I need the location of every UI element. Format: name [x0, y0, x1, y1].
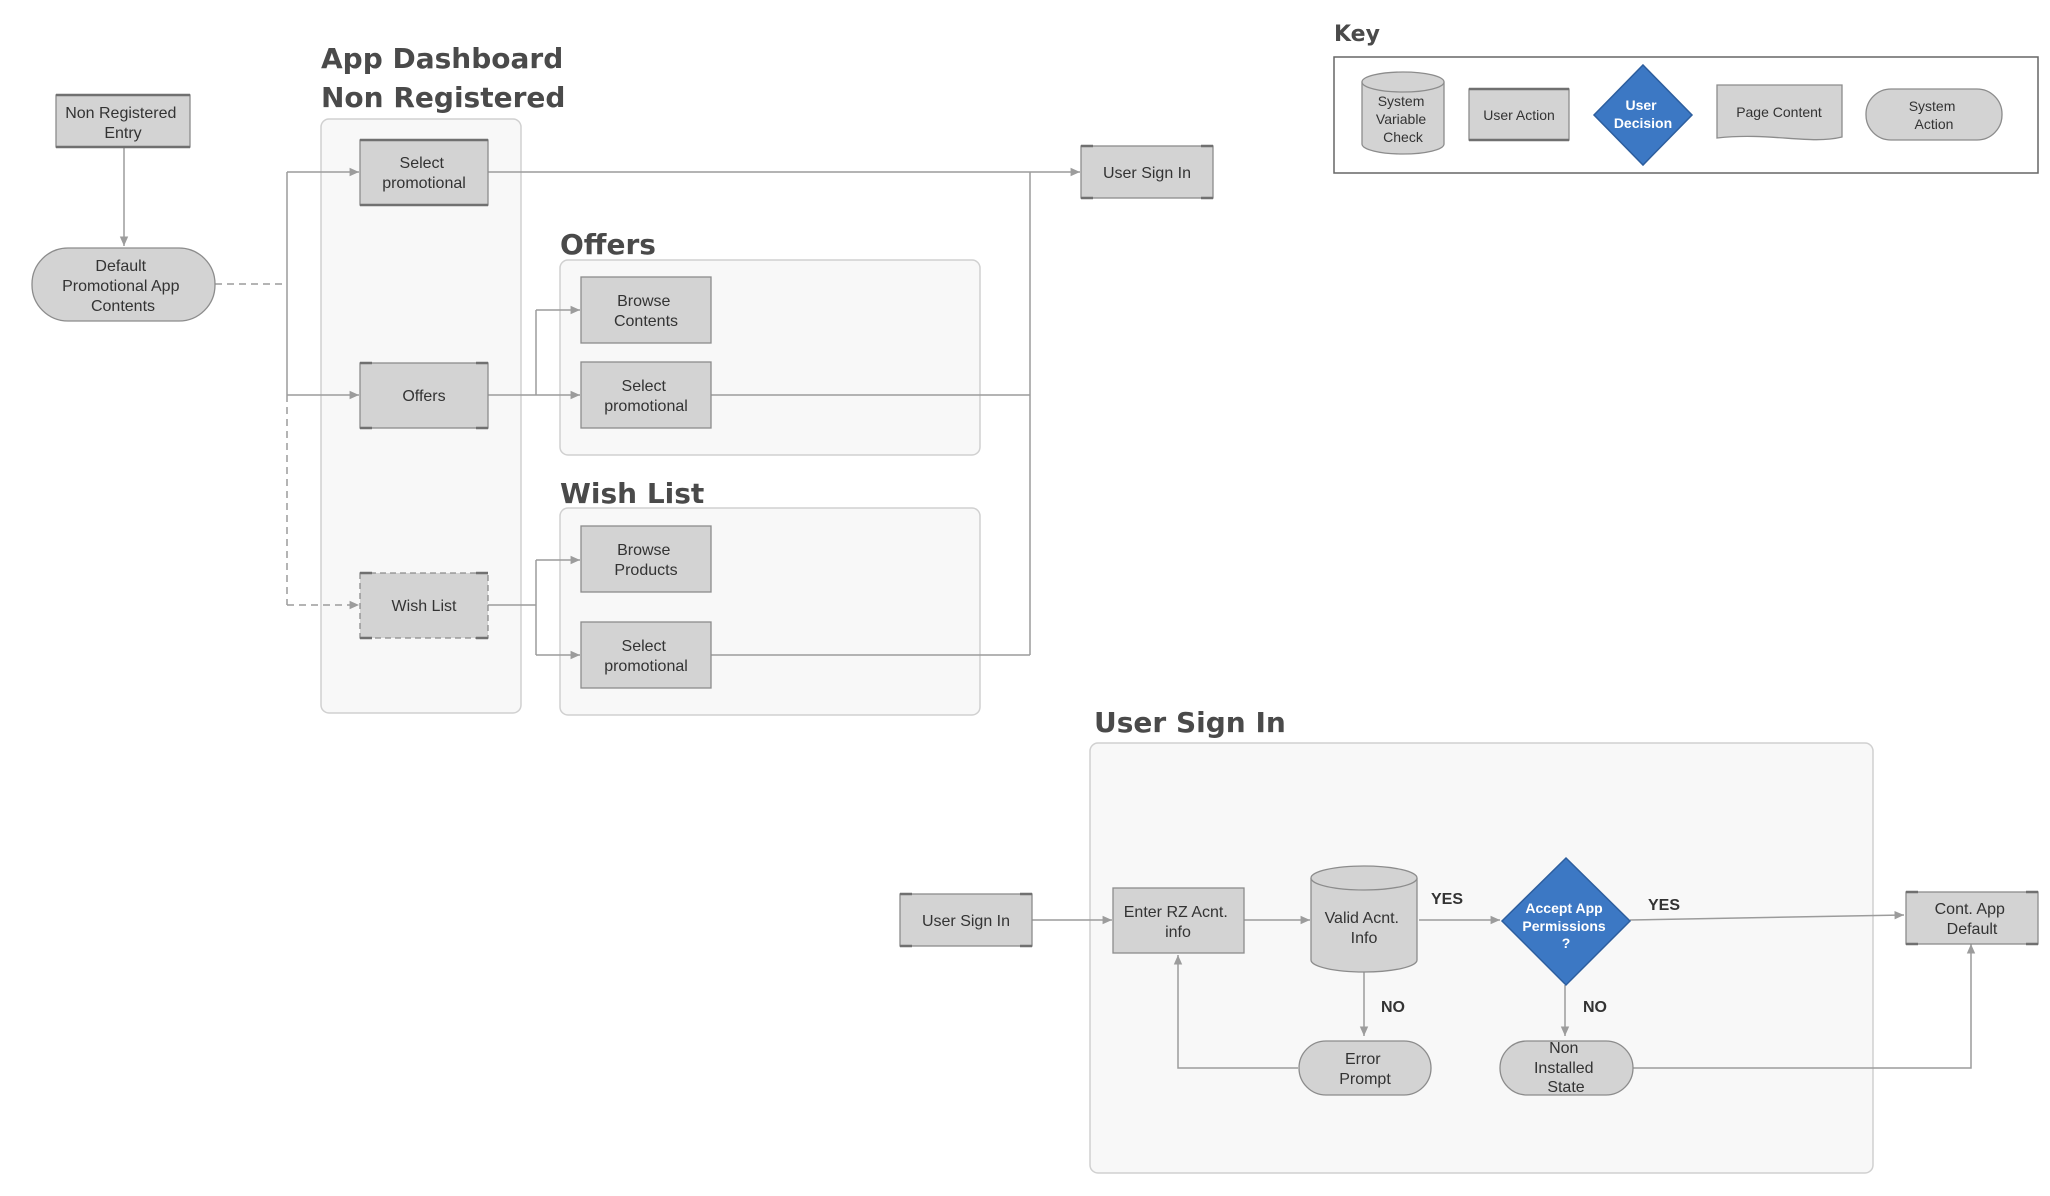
- svg-text:Cont. App Default: Cont. App Default: [1935, 901, 2010, 938]
- node-dashboard-wish-list: Wish List: [359, 571, 489, 640]
- node-wishlist-select-promotional: Select promotional: [580, 621, 712, 689]
- svg-text:Browse Products: Browse Products: [614, 542, 677, 579]
- yes-label-valid: YES: [1431, 891, 1463, 908]
- svg-text:Offers: Offers: [402, 388, 445, 405]
- offers-title: Offers: [560, 228, 656, 261]
- node-dashboard-offers: Offers: [359, 361, 489, 430]
- node-default-promotional-contents: Default Promotional App Contents: [31, 247, 216, 322]
- node-accept-app-permissions: Accept App Permissions ?: [1500, 856, 1632, 987]
- svg-text:User Decision: User Decision: [1614, 97, 1672, 131]
- svg-text:System Action: System Action: [1909, 98, 1960, 132]
- svg-text:Valid Acnt. Info: Valid Acnt. Info: [1325, 910, 1404, 947]
- svg-text:System Variable: System Variable Check: [1376, 93, 1430, 145]
- wishlist-title: Wish List: [560, 477, 704, 510]
- signin-panel: [1089, 742, 1874, 1174]
- dashboard-title-line1: App Dashboard: [321, 42, 563, 75]
- dashboard-connectors: [119, 148, 1080, 660]
- node-error-prompt: Error Prompt: [1298, 1040, 1432, 1096]
- node-offers-select-promotional: Select promotional: [580, 361, 712, 429]
- node-valid-account-info: Valid Acnt. Info: [1310, 865, 1418, 973]
- svg-text:Non Registered Entry: Non Registered Entry: [65, 105, 181, 142]
- no-label-permissions: NO: [1583, 999, 1607, 1016]
- dashboard-title-line2: Non Registered: [321, 81, 565, 114]
- node-non-registered-entry: Non Registered Entry: [55, 93, 191, 149]
- svg-text:User Sign In: User Sign In: [1103, 165, 1191, 182]
- node-offers-browse-contents: Browse Contents: [580, 276, 712, 344]
- key-user-action: User Action: [1468, 87, 1570, 142]
- signin-title: User Sign In: [1094, 706, 1286, 739]
- key-system-variable-check: System Variable Check: [1361, 71, 1445, 155]
- node-dashboard-select-promotional: Select promotional: [359, 138, 489, 207]
- svg-text:Select promotional: Select promotional: [604, 638, 688, 675]
- node-signin-user-sign-in: User Sign In: [899, 892, 1033, 948]
- node-continue-app-default: Cont. App Default: [1905, 890, 2039, 946]
- svg-text:Select promotional: Select promotional: [382, 155, 466, 192]
- svg-text:Select promotional: Select promotional: [604, 378, 688, 415]
- svg-text:Page Content: Page Content: [1736, 104, 1822, 120]
- node-user-sign-in-target: User Sign In: [1080, 144, 1214, 200]
- svg-text:User Sign In: User Sign In: [922, 913, 1010, 930]
- no-label-valid: NO: [1381, 999, 1405, 1016]
- svg-text:Enter RZ Acnt. info: Enter RZ Acnt. info: [1124, 904, 1233, 941]
- svg-text:Default Promotional App: Default Promotional App Contents: [62, 258, 184, 315]
- svg-text:Accept App Permissions: Accept App Permissions ?: [1522, 900, 1609, 951]
- yes-label-permissions: YES: [1648, 897, 1680, 914]
- svg-text:Non Installed Stat: Non Installed State: [1534, 1040, 1598, 1096]
- key-legend: Key System Variable Check User Action Us…: [1333, 22, 2039, 174]
- node-wishlist-browse-products: Browse Products: [580, 525, 712, 593]
- svg-text:User Action: User Action: [1483, 107, 1555, 123]
- key-title: Key: [1334, 22, 1380, 47]
- signin-connectors: [1032, 910, 1976, 1069]
- node-non-installed-state: Non Installed State: [1499, 1040, 1634, 1096]
- key-system-action: System Action: [1865, 88, 2003, 141]
- svg-text:Error Prompt: Error Prompt: [1339, 1051, 1391, 1088]
- svg-text:Wish List: Wish List: [392, 598, 457, 615]
- key-user-decision: User Decision: [1592, 63, 1694, 167]
- svg-text:Browse Contents: Browse Contents: [614, 293, 678, 330]
- node-enter-rz-account: Enter RZ Acnt. info: [1112, 887, 1245, 954]
- key-page-content: Page Content: [1716, 84, 1843, 141]
